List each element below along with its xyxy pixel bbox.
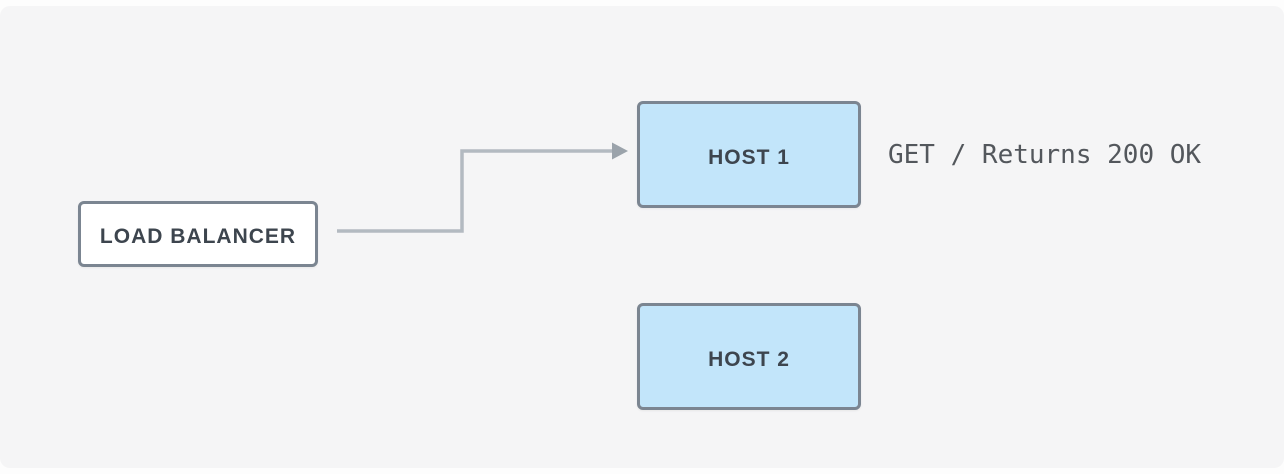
host-1-label: HOST 1 xyxy=(708,137,790,171)
request-result-text: GET / Returns 200 OK xyxy=(888,139,1202,170)
host-1-node: HOST 1 xyxy=(637,101,861,208)
host-2-label: HOST 2 xyxy=(708,339,790,373)
load-balancer-label: LOAD BALANCER xyxy=(99,217,297,250)
load-balancer-node: LOAD BALANCER xyxy=(78,201,318,267)
host-2-node: HOST 2 xyxy=(637,303,861,410)
